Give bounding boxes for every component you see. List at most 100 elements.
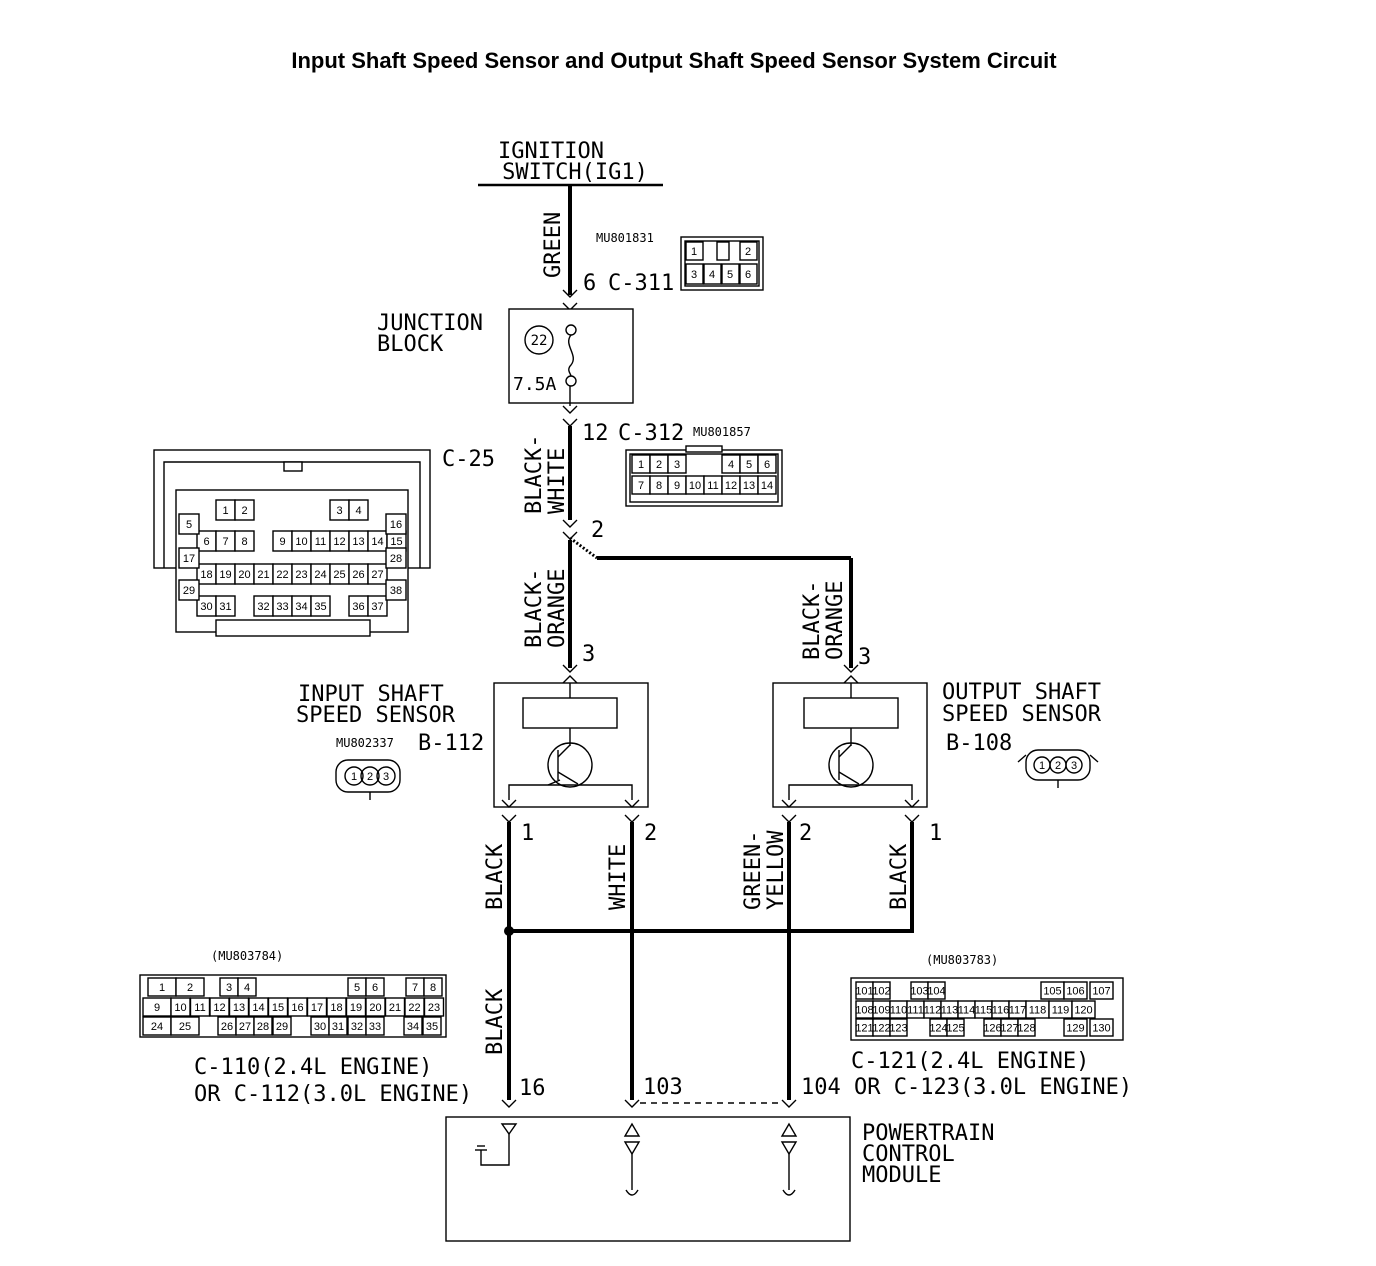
c121-pin-102-cell: [872, 981, 891, 1000]
wire-label-green: GREEN: [541, 212, 566, 278]
c312-pin: 12: [582, 421, 609, 446]
pcm-label-3: MODULE: [862, 1163, 941, 1188]
c311-pin-1: 1: [691, 246, 697, 258]
c110-pin-4-cell: [237, 977, 257, 997]
input-sensor-pin2: 2: [644, 821, 657, 846]
c110-pin-6-cell: [365, 977, 385, 997]
c312-pin-1: 1: [638, 459, 644, 471]
c110-pin-2-cell: [175, 977, 205, 997]
c121-pin-120: 120: [1074, 1005, 1092, 1017]
c25-pin-25: 25: [333, 569, 345, 581]
c25-pin-8: 8: [241, 536, 247, 548]
c311-id: C-311: [608, 271, 674, 296]
splice-point: 2: [562, 518, 851, 560]
c25-pin-16-cell: [385, 513, 407, 535]
c110-pin-6: 6: [372, 982, 378, 994]
c25-pin-5-cell: [178, 513, 200, 535]
c25-pin-16: 16: [390, 519, 402, 531]
c110-pin-20: 20: [369, 1002, 381, 1014]
c25-pin-24: 24: [314, 569, 326, 581]
output-shaft-speed-sensor: OUTPUT SHAFT SPEED SENSOR B-108: [772, 680, 1102, 808]
c110-pin-5: 5: [354, 982, 360, 994]
c25-pin-21: 21: [257, 569, 269, 581]
c25-pin-28-cell: [385, 547, 407, 569]
c121-pin-129-cell: [1063, 1018, 1088, 1037]
c312-pin-6-cell: [757, 454, 777, 474]
c25-pin-32: 32: [257, 601, 269, 613]
c110-pin-29-cell: [272, 1016, 292, 1036]
output-sensor-transistor-icon: [828, 742, 874, 788]
c121-pin-119: 119: [1052, 1005, 1070, 1017]
c121-pin-115: 115: [975, 1005, 993, 1017]
c25-pin-2-cell: [234, 499, 255, 521]
c110-label-1: C-110(2.4L ENGINE): [194, 1055, 432, 1080]
junction-label-2: BLOCK: [377, 332, 444, 357]
c110-pin-34: 34: [407, 1021, 419, 1033]
pcm-label-2: CONTROL: [862, 1142, 955, 1167]
c312-pin-6: 6: [764, 459, 770, 471]
input-sensor-label-1: INPUT SHAFT: [298, 682, 444, 707]
c25-pin-18: 18: [200, 569, 212, 581]
output-sensor-label-2: SPEED SENSOR: [942, 702, 1102, 727]
c25-pin-2: 2: [241, 505, 247, 517]
c25-pin-38: 38: [390, 585, 402, 597]
c110-pin-25: 25: [179, 1021, 191, 1033]
c311-pin-4: 4: [709, 269, 715, 281]
pcm-connector-marks: [501, 1099, 797, 1108]
input-sensor-id: B-112: [418, 731, 484, 756]
c25-pin-7: 7: [222, 536, 228, 548]
c25-pin-37: 37: [371, 601, 383, 613]
c25-pin-12: 12: [333, 536, 345, 548]
output-sensor-pin3-mark: [843, 664, 859, 673]
c110-pin-21: 21: [389, 1002, 401, 1014]
c110-pin-15: 15: [272, 1002, 284, 1014]
c110-pin-35-cell: [422, 1016, 442, 1036]
c25-pin-4: 4: [355, 505, 361, 517]
c110-pin-17: 17: [311, 1002, 323, 1014]
c25-pin-3: 3: [336, 505, 342, 517]
c312-pin-14-cell: [757, 475, 777, 495]
c312-pin-2: 2: [656, 459, 662, 471]
c121-pin-117: 117: [1009, 1005, 1027, 1017]
c121-pin-111: 111: [907, 1005, 924, 1017]
c25-pin-35: 35: [314, 601, 326, 613]
c25-pin-29-cell: [178, 579, 200, 601]
c25-pin-1: 1: [222, 505, 228, 517]
c25-pin-19: 19: [219, 569, 231, 581]
connector-mark-c311-top: [562, 289, 578, 298]
c25-pin-22: 22: [276, 569, 288, 581]
pcm-terminal-103-icon: [623, 1122, 641, 1137]
wire-label-black-orange-left-2: ORANGE: [545, 569, 570, 648]
input-sensor-pin3: 3: [582, 642, 595, 667]
c110-pin-10: 10: [174, 1002, 186, 1014]
c311-connector-face: 1 2 3 4 5 6: [680, 236, 764, 291]
c110-pin-35: 35: [426, 1021, 438, 1033]
c121-pin-109: 109: [872, 1005, 890, 1017]
c25-pin-10: 10: [295, 536, 307, 548]
c121-pin-118: 118: [1029, 1005, 1047, 1017]
c311-pin: 6: [583, 271, 596, 296]
c121-pin-121: 121: [855, 1023, 873, 1035]
connector-mark-c312-bottom: [562, 418, 578, 427]
c25-pin-31-cell: [215, 595, 236, 617]
c110-pin-16: 16: [291, 1002, 303, 1014]
input-plug-pin-2: 2: [367, 771, 373, 783]
c312-pin-7: 7: [638, 480, 644, 492]
c110-label-2: OR C-112(3.0L ENGINE): [194, 1082, 472, 1107]
connector-mark-c312-top: [562, 405, 578, 414]
c312-pin-4: 4: [728, 459, 734, 471]
c110-part-number: (MU803784): [211, 949, 283, 963]
c312-pin-14: 14: [761, 480, 773, 492]
c121-pin-123-cell: [889, 1018, 908, 1037]
output-sensor-plug: 1 2 3: [1017, 749, 1099, 788]
c312-id: C-312: [618, 421, 684, 446]
c121-pin-110: 110: [890, 1005, 908, 1017]
fuse-icon: [568, 334, 574, 377]
c121-pin-106: 106: [1066, 986, 1084, 998]
c121-pin: 103: [643, 1075, 683, 1100]
c110-pin-7: 7: [412, 982, 418, 994]
splice-pin: 2: [591, 518, 604, 543]
c110-pin-26: 26: [221, 1021, 233, 1033]
c110-pin-32: 32: [351, 1021, 363, 1033]
